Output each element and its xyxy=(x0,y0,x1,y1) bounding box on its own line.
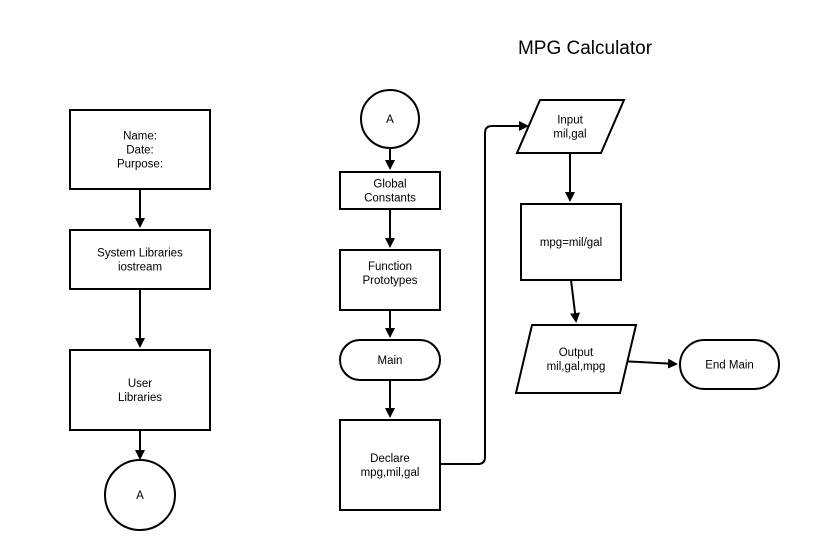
node-label-line: iostream xyxy=(118,262,162,274)
node-output-text: Output mil,gal,mpg xyxy=(547,347,606,373)
node-label-line: mil,gal xyxy=(553,129,586,141)
node-process-text: mpg=mil/gal xyxy=(540,237,602,249)
node-label-line: Function xyxy=(368,261,412,273)
node-main-text: Main xyxy=(378,355,403,367)
node-declare: Declare mpg,mil,gal xyxy=(339,419,441,511)
node-label-line: Name: xyxy=(123,131,157,143)
node-label-line: End Main xyxy=(705,360,754,372)
node-header-block: Name: Date: Purpose: xyxy=(69,109,211,190)
edge-process-to-output xyxy=(570,279,580,323)
node-label-line: mil,gal,mpg xyxy=(547,361,606,373)
node-label-line: Main xyxy=(378,355,403,367)
node-output: Output mil,gal,mpg xyxy=(514,324,638,394)
node-process: mpg=mil/gal xyxy=(520,203,622,281)
node-label-line: Purpose: xyxy=(117,159,163,171)
node-main-terminator: Main xyxy=(339,339,441,381)
node-label-line: Libraries xyxy=(118,392,162,404)
node-label-line: Constants xyxy=(364,193,416,205)
node-label-line: mpg=mil/gal xyxy=(540,237,602,249)
edge-output-to-end-main xyxy=(619,358,678,369)
edge-declare-to-input xyxy=(440,121,529,465)
node-system-libraries-text: System Libraries iostream xyxy=(97,248,183,274)
node-label-line: Output xyxy=(559,347,594,359)
node-input: Input mil,gal xyxy=(515,99,626,154)
node-label-line: A xyxy=(136,490,144,502)
node-end-main-terminator: End Main xyxy=(679,339,780,390)
node-label-line: User xyxy=(128,378,152,390)
node-declare-text: Declare mpg,mil,gal xyxy=(361,453,420,479)
node-label-line: Date: xyxy=(126,145,154,157)
diagram-title: MPG Calculator xyxy=(517,38,653,59)
node-system-libraries: System Libraries iostream xyxy=(69,229,211,290)
node-connector-a-out: A xyxy=(104,459,176,531)
node-label-line: Input xyxy=(557,115,583,127)
node-label-line: A xyxy=(386,114,394,126)
node-label-line: Declare xyxy=(370,453,410,465)
node-input-text: Input mil,gal xyxy=(553,115,586,141)
node-end-main-text: End Main xyxy=(705,360,754,372)
node-label-line: Prototypes xyxy=(363,275,418,287)
node-connector-a-in-text: A xyxy=(386,114,394,126)
node-header-text: Name: Date: Purpose: xyxy=(117,131,163,171)
node-label-line: mpg,mil,gal xyxy=(361,467,420,479)
node-connector-a-in: A xyxy=(360,89,420,149)
node-label-line: System Libraries xyxy=(97,248,183,260)
node-connector-a-out-text: A xyxy=(136,490,144,502)
edges xyxy=(135,121,678,465)
node-label-line: Global xyxy=(373,179,406,191)
